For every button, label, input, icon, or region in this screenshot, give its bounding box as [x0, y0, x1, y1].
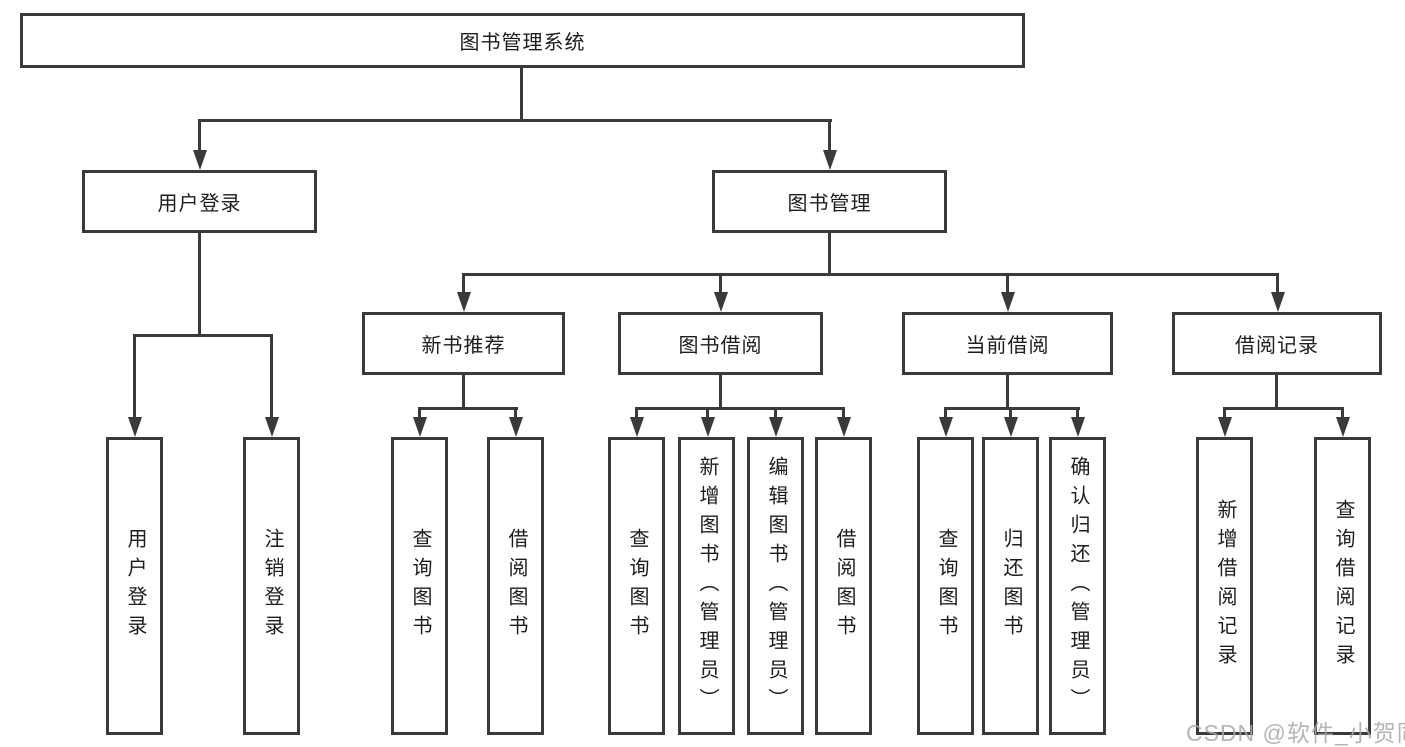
connector-vline	[520, 68, 523, 122]
node-label: 用户登录	[157, 193, 242, 215]
connector-vline	[828, 233, 831, 276]
node-leaf-query-books-3: 查询图书	[917, 437, 974, 735]
connector-arrowhead	[1004, 417, 1018, 437]
node-label: 查询图书	[935, 528, 957, 644]
connector-arrowhead	[413, 417, 427, 437]
connector-vline	[944, 407, 947, 419]
connector-vline	[635, 407, 638, 419]
node-label: 借阅图书	[833, 528, 855, 644]
node-label: 新增借阅记录	[1214, 499, 1236, 673]
connector-arrowhead	[457, 292, 471, 312]
node-user-login: 用户登录	[82, 170, 317, 233]
node-leaf-add-books-admin: 新增图书（管理员）	[678, 437, 735, 735]
watermark-text: CSDN @软件_小贺同学	[1186, 720, 1405, 746]
connector-vline	[774, 407, 777, 419]
connector-arrowhead	[823, 150, 837, 170]
connector-vline	[706, 407, 709, 419]
node-leaf-borrow-books-2: 借阅图书	[815, 437, 872, 735]
connector-hline	[133, 334, 273, 337]
connector-hline	[1223, 407, 1344, 410]
connector-arrowhead	[1218, 417, 1232, 437]
connector-arrowhead	[193, 150, 207, 170]
node-new-book-recommend: 新书推荐	[362, 312, 565, 375]
node-leaf-logout: 注销登录	[243, 437, 300, 735]
connector-vline	[133, 334, 136, 420]
connector-hline	[418, 407, 518, 410]
node-label: 借阅记录	[1235, 335, 1319, 357]
node-leaf-return-books: 归还图书	[982, 437, 1039, 735]
connector-hline	[635, 407, 845, 410]
connector-arrowhead	[939, 417, 953, 437]
connector-vline	[418, 407, 421, 419]
node-leaf-query-books-2: 查询图书	[608, 437, 665, 735]
connector-vline	[1276, 273, 1279, 297]
connector-vline	[1223, 407, 1226, 419]
node-label: 查询图书	[626, 528, 648, 644]
node-label: 当前借阅	[965, 335, 1050, 357]
connector-vline	[842, 407, 845, 419]
connector-arrowhead	[1336, 417, 1350, 437]
node-leaf-confirm-return-admin: 确认归还（管理员）	[1049, 437, 1106, 735]
connector-hline	[198, 119, 832, 122]
connector-vline	[719, 375, 722, 409]
node-label: 新增图书（管理员）	[696, 455, 718, 717]
connector-arrowhead	[837, 417, 851, 437]
connector-vline	[1076, 407, 1079, 419]
node-label: 编辑图书（管理员）	[765, 455, 787, 717]
connector-arrowhead	[630, 417, 644, 437]
connector-vline	[1275, 375, 1278, 409]
connector-vline	[1341, 407, 1344, 419]
connector-arrowhead	[1071, 417, 1085, 437]
connector-vline	[462, 273, 465, 297]
connector-vline	[514, 407, 517, 419]
node-book-borrowing: 图书借阅	[618, 312, 823, 375]
connector-arrowhead	[701, 417, 715, 437]
connector-vline	[270, 334, 273, 420]
connector-vline	[1006, 375, 1009, 409]
connector-arrowhead	[128, 417, 142, 437]
connector-vline	[198, 119, 201, 154]
node-label: 查询借阅记录	[1332, 499, 1354, 673]
connector-arrowhead	[769, 417, 783, 437]
node-leaf-query-borrow-record: 查询借阅记录	[1314, 437, 1371, 735]
node-leaf-user-login: 用户登录	[106, 437, 163, 735]
node-label: 用户登录	[124, 528, 146, 644]
node-label: 借阅图书	[505, 528, 527, 644]
node-label: 图书管理	[787, 193, 872, 215]
connector-vline	[1006, 273, 1009, 297]
node-label: 图书管理系统	[459, 32, 586, 54]
connector-hline	[462, 273, 1279, 276]
node-label: 查询图书	[409, 528, 431, 644]
connector-hline	[944, 407, 1080, 410]
node-label: 注销登录	[261, 528, 283, 644]
node-leaf-add-borrow-record: 新增借阅记录	[1196, 437, 1253, 735]
node-label: 图书借阅	[678, 335, 763, 357]
node-leaf-borrow-books-1: 借阅图书	[487, 437, 544, 735]
node-current-borrowing: 当前借阅	[902, 312, 1113, 375]
node-label: 确认归还（管理员）	[1067, 455, 1089, 717]
connector-arrowhead	[509, 417, 523, 437]
connector-arrowhead	[1271, 292, 1285, 312]
connector-arrowhead	[1001, 292, 1015, 312]
node-leaf-edit-books-admin: 编辑图书（管理员）	[747, 437, 804, 735]
node-label: 归还图书	[1000, 528, 1022, 644]
node-book-management: 图书管理	[712, 170, 947, 233]
connector-arrowhead	[265, 417, 279, 437]
connector-vline	[719, 273, 722, 297]
connector-vline	[828, 119, 831, 154]
node-leaf-query-books-1: 查询图书	[391, 437, 448, 735]
node-library-management-system: 图书管理系统	[20, 13, 1025, 68]
connector-arrowhead	[714, 292, 728, 312]
connector-vline	[462, 375, 465, 409]
connector-vline	[1009, 407, 1012, 419]
connector-vline	[198, 233, 201, 337]
node-label: 新书推荐	[421, 335, 506, 357]
node-borrow-records: 借阅记录	[1172, 312, 1382, 375]
